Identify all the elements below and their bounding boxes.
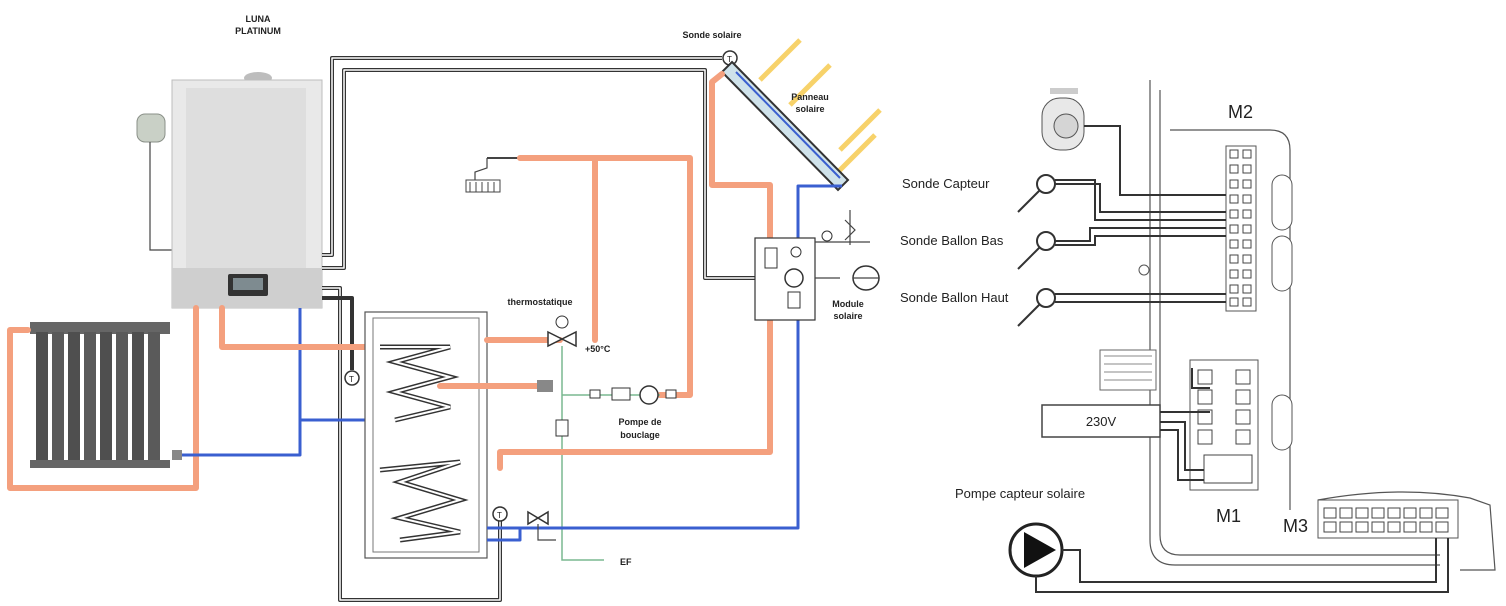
sun-rays-icon [758,38,882,174]
probe-tank-low-label: Sonde Ballon Bas [900,233,1004,248]
solar-module-label-line2: solaire [833,311,862,321]
solar-panel-label-line1: Panneau [791,92,829,102]
valve-icon [555,419,569,437]
voltage-label: 230V [1086,414,1117,429]
temp-setpoint-label: +50°C [585,344,611,354]
ambient-sensor-icon [1041,88,1226,196]
tank-low-probe-icon [492,506,508,522]
cold-water-label: EF [620,557,632,567]
svg-text:T: T [727,55,732,64]
terminal-m1-label: M1 [1216,506,1241,526]
check-valve-icon [537,380,553,392]
solar-module-label-line1: Module [832,299,864,309]
terminal-block-m1 [1189,359,1259,491]
solar-module-icon [754,237,870,321]
room-thermostat-icon [136,113,176,251]
slot-icon [1271,235,1293,292]
boiler-icon [171,72,323,309]
loop-pump-label-line1: Pompe de [618,417,661,427]
loop-pump-icon [589,385,677,405]
radiator-icon [30,322,170,468]
mixing-valve-icon [527,510,556,541]
terminal-m2-label: M2 [1228,102,1253,122]
tank-high-probe-icon [1036,288,1056,308]
tank-probe-icon [344,370,360,386]
storage-tank-icon [364,311,488,559]
boiler-label-line1: LUNA [246,14,271,24]
thermostatic-label: thermostatique [507,297,572,307]
slot-icon [1271,174,1293,231]
probe-collector-label: Sonde Capteur [902,176,990,191]
shower-icon [465,157,520,193]
loop-pump-label-line2: bouclage [620,430,660,440]
terminal-m3-label: M3 [1283,516,1308,536]
solar-probe-label: Sonde solaire [682,30,741,40]
thermostatic-valve-icon [547,315,577,348]
expansion-vessel-icon [821,210,880,291]
hydraulic-diagram: LUNA PLATINUM Sonde solaire T [7,14,882,602]
boiler-label-line2: PLATINUM [235,26,281,36]
radiator-valve-icon [172,450,182,460]
probe-tank-high-label: Sonde Ballon Haut [900,290,1009,305]
svg-text:T: T [349,375,354,384]
wiring-diagram: M2 [900,80,1496,593]
solar-panel-label-line2: solaire [795,104,824,114]
connector-icon [1099,349,1157,391]
solar-panel-icon [720,60,850,192]
terminal-block-m3 [1317,491,1496,571]
terminal-block-m2 [1225,145,1257,312]
slot-icon [1271,394,1293,451]
pump-icon [1008,522,1064,578]
collector-pump-label: Pompe capteur solaire [955,486,1085,501]
svg-text:T: T [497,511,502,520]
